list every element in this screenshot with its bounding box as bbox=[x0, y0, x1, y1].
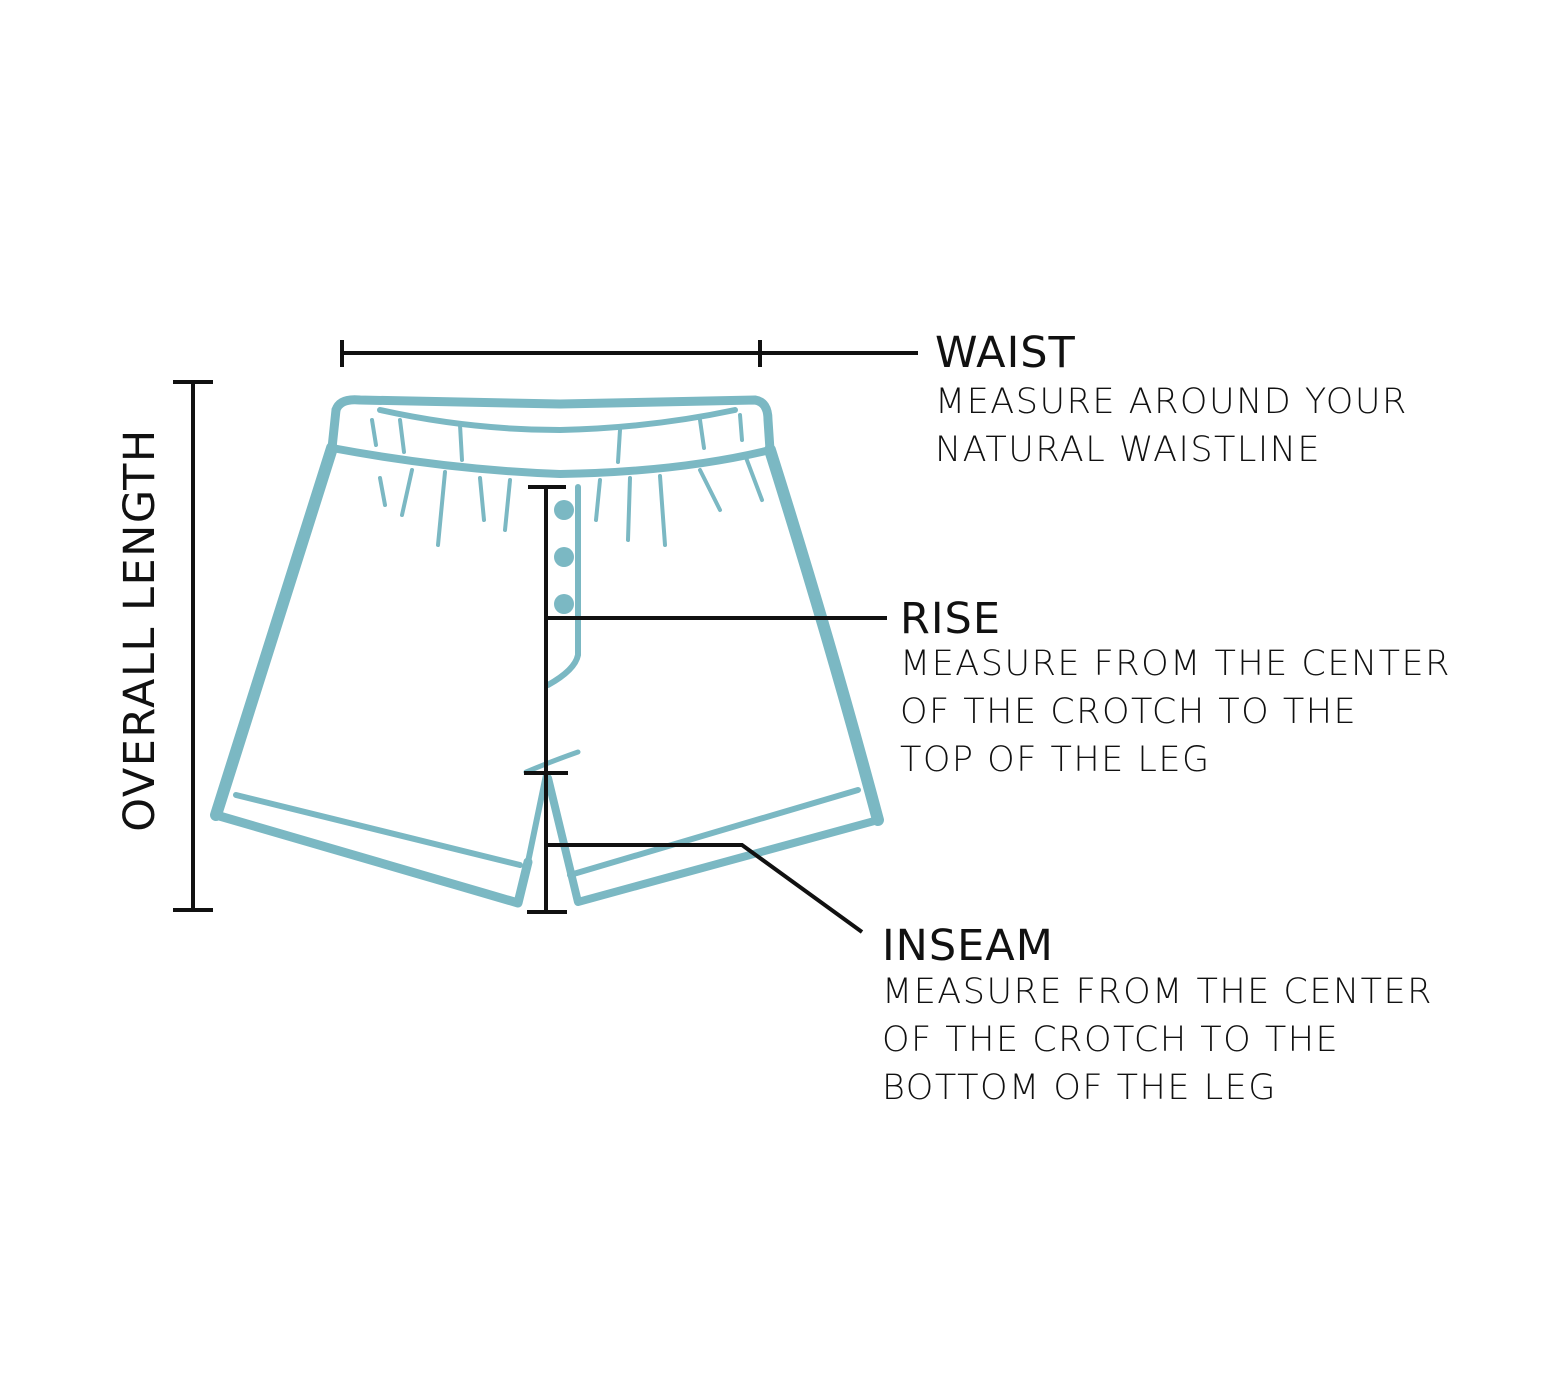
inseam-description-line: BOTTOM OF THE LEG bbox=[882, 1068, 1277, 1108]
rise-description-line: OF THE CROTCH TO THE bbox=[900, 692, 1358, 732]
waist-title: WAIST bbox=[935, 328, 1076, 378]
right-leg-outer bbox=[764, 444, 884, 826]
waist-description: MEASURE AROUND YOUR NATURAL WAISTLINE bbox=[935, 378, 1408, 474]
right-hem bbox=[544, 774, 882, 906]
waistband-bottom bbox=[328, 444, 774, 478]
inseam-title: INSEAM bbox=[882, 921, 1054, 971]
button-icon bbox=[554, 547, 574, 567]
waist-line bbox=[340, 340, 918, 367]
inseam-leader bbox=[546, 843, 864, 934]
crotch-seam bbox=[523, 749, 581, 775]
rise-inseam-line bbox=[524, 485, 568, 914]
shorts-drawing bbox=[210, 395, 884, 908]
fly bbox=[545, 484, 581, 688]
button-icon bbox=[554, 594, 574, 614]
rise-description-line: MEASURE FROM THE CENTER bbox=[900, 644, 1451, 684]
buttons bbox=[554, 500, 574, 614]
gathers bbox=[370, 413, 764, 547]
left-cuff bbox=[233, 792, 523, 868]
left-inseam bbox=[525, 772, 549, 865]
waistband-top bbox=[331, 395, 775, 455]
inseam-description: MEASURE FROM THE CENTER OF THE CROTCH TO… bbox=[882, 968, 1433, 1112]
measurement-lines bbox=[173, 340, 918, 934]
button-icon bbox=[554, 500, 574, 520]
rise-description: MEASURE FROM THE CENTER OF THE CROTCH TO… bbox=[900, 640, 1451, 784]
waist-description-line: NATURAL WAISTLINE bbox=[935, 430, 1322, 470]
waist-description-line: MEASURE AROUND YOUR bbox=[935, 382, 1408, 422]
inseam-description-line: OF THE CROTCH TO THE bbox=[882, 1020, 1340, 1060]
overall-length-line bbox=[173, 380, 213, 912]
overall-length-label: OVERALL LENGTH bbox=[115, 428, 165, 832]
rise-description-line: TOP OF THE LEG bbox=[900, 740, 1211, 780]
left-hem bbox=[211, 810, 533, 908]
left-leg-outer bbox=[210, 442, 338, 821]
right-cuff bbox=[567, 787, 861, 878]
rise-title: RISE bbox=[900, 594, 1002, 644]
waistband-left bbox=[327, 405, 341, 453]
inseam-description-line: MEASURE FROM THE CENTER bbox=[882, 972, 1433, 1012]
waistband-inner bbox=[377, 407, 738, 433]
